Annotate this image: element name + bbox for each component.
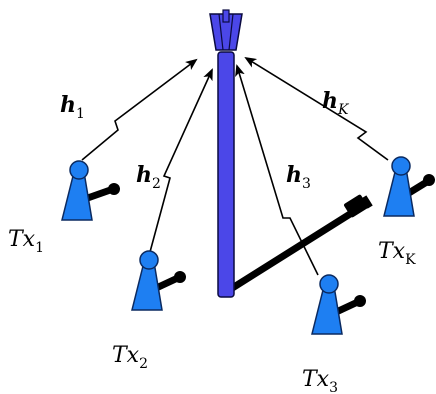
tx-label-1: Tx1 bbox=[8, 227, 44, 256]
channel-link-2 bbox=[149, 68, 213, 253]
channel-label-2: h2 bbox=[136, 162, 161, 192]
tx-label-2: Tx2 bbox=[112, 343, 148, 372]
tx-label-3: Tx3 bbox=[302, 367, 338, 394]
antenna-head bbox=[209, 9, 243, 51]
user-3-figure bbox=[311, 274, 366, 335]
antenna-mast bbox=[217, 51, 235, 298]
user-1-figure bbox=[61, 160, 120, 221]
receiver-antenna-tower bbox=[209, 9, 373, 298]
antenna-boom-arm bbox=[222, 194, 373, 296]
channel-link-1 bbox=[81, 58, 198, 161]
channel-link-k bbox=[244, 56, 389, 161]
user-2-figure bbox=[131, 250, 186, 311]
channel-label-1: h1 bbox=[60, 92, 85, 122]
channel-label-k: hK bbox=[322, 88, 350, 118]
channel-link-3 bbox=[235, 64, 319, 276]
tx-label-k: TxK bbox=[378, 239, 416, 268]
user-k-figure bbox=[383, 156, 435, 217]
channel-label-3: h3 bbox=[286, 162, 311, 192]
